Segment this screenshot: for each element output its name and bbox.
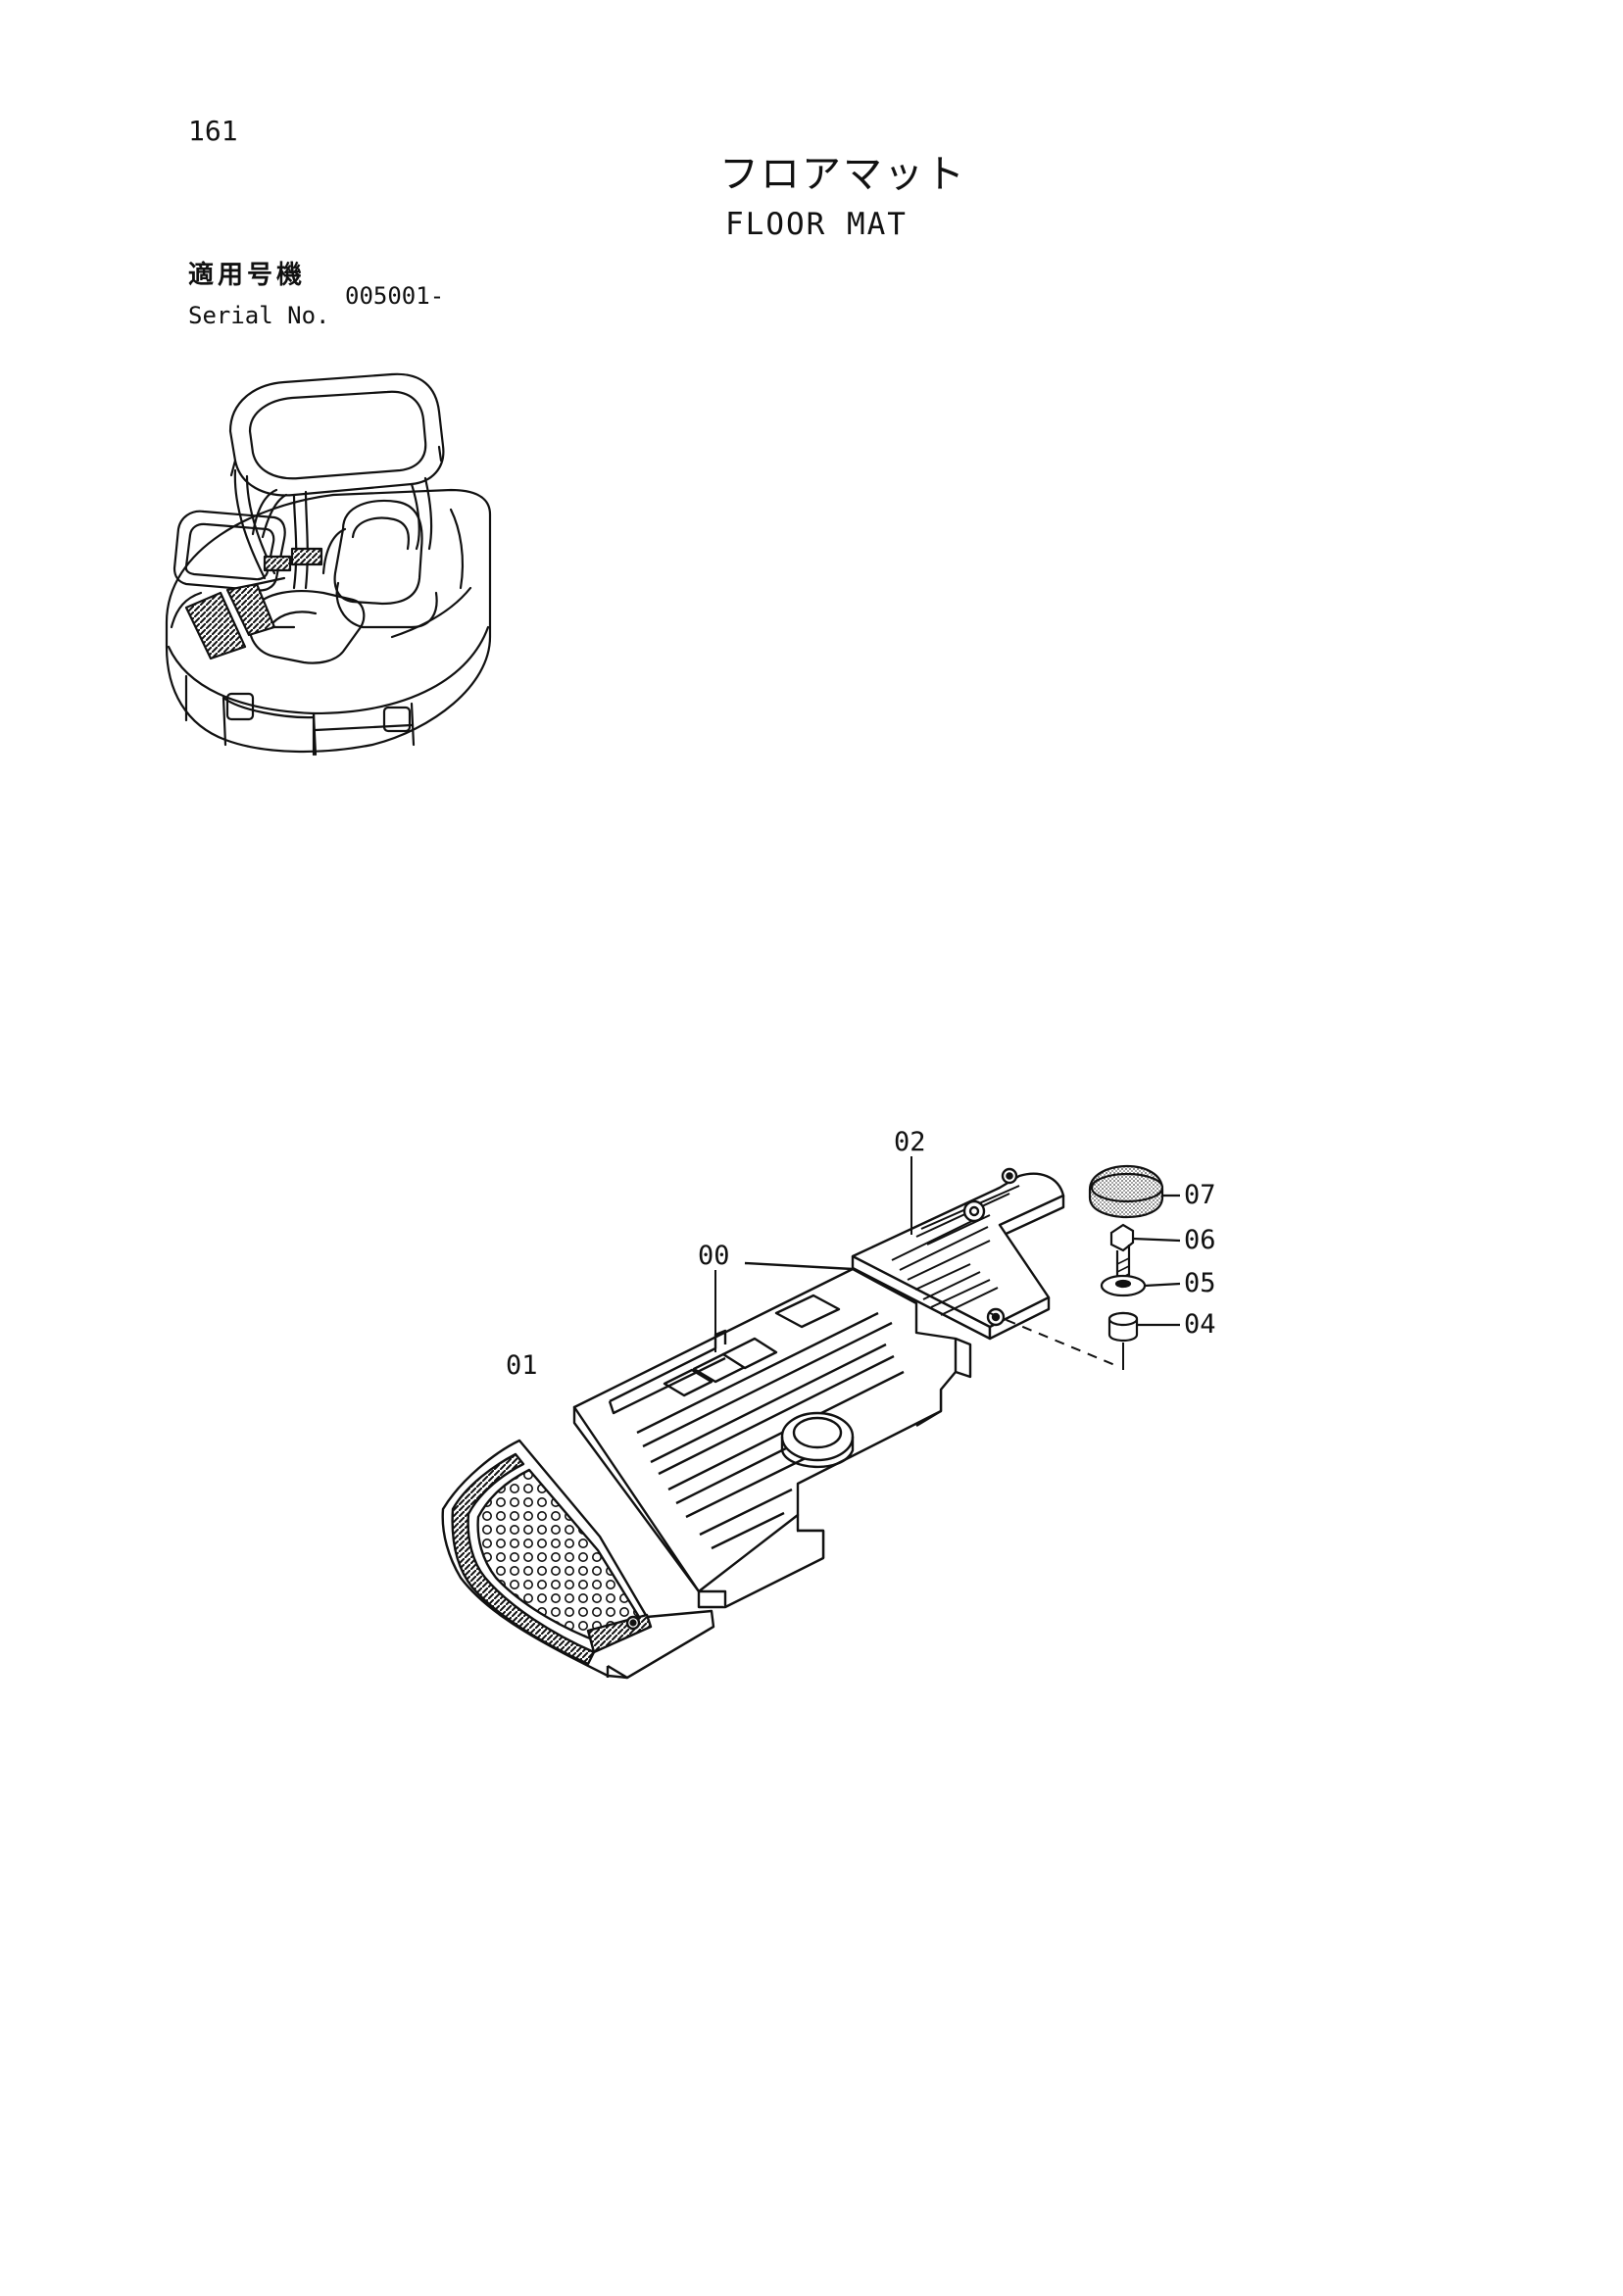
- callout-01: 01: [506, 1350, 538, 1381]
- hardware-stack: [989, 1164, 1181, 1370]
- serial-number-value: 005001-: [345, 282, 445, 310]
- serial-label: Serial No.: [188, 302, 330, 329]
- callout-00: 00: [698, 1241, 730, 1271]
- floor-mat-main: [572, 1261, 972, 1609]
- machine-overview-illustration: [165, 372, 492, 757]
- callout-05: 05: [1184, 1268, 1216, 1298]
- page-title: FLOOR MAT: [725, 207, 908, 242]
- floor-mat-front: [441, 1439, 715, 1680]
- callout-02: 02: [894, 1127, 926, 1157]
- callout-06: 06: [1184, 1225, 1216, 1255]
- floor-mat-rear: [851, 1156, 1065, 1341]
- callout-04: 04: [1184, 1309, 1216, 1340]
- callout-07: 07: [1184, 1180, 1216, 1210]
- serial-label-japanese: 適用号機: [188, 261, 307, 290]
- page-title-japanese: フロアマット: [719, 152, 966, 197]
- page-number: 161: [188, 115, 238, 147]
